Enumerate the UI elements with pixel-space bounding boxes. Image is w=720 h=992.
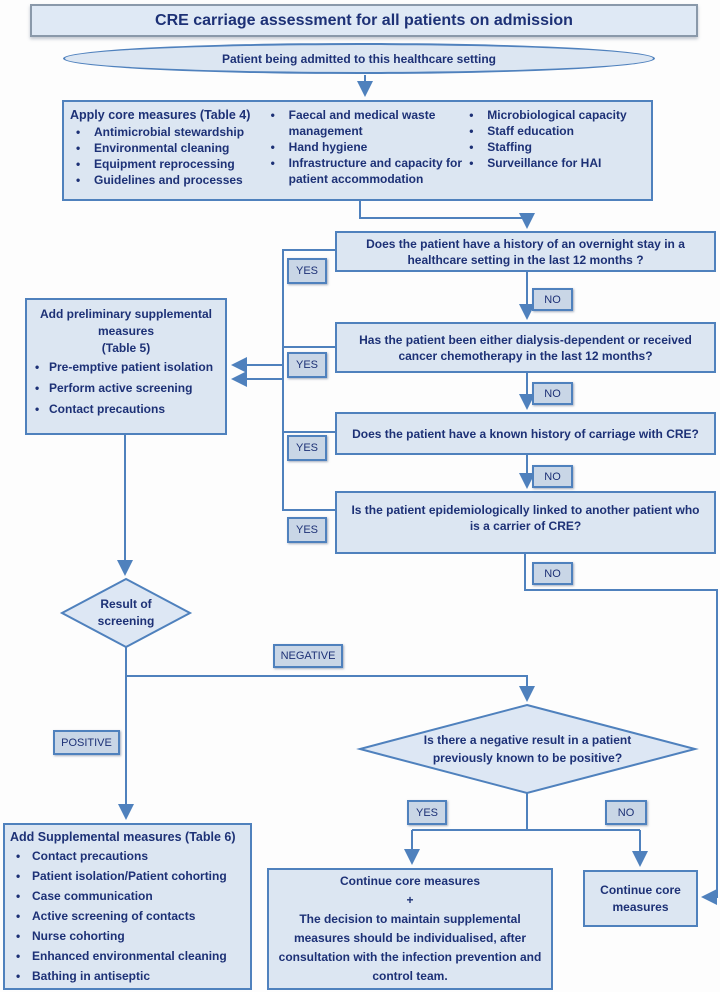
preliminary-measures-list: Pre-emptive patient isolationPerform act… bbox=[29, 357, 223, 420]
arrow-core-to-q1 bbox=[359, 201, 535, 229]
core-measures-list-2: Faecal and medical waste managementHand … bbox=[265, 107, 464, 187]
screening-result-line2: screening bbox=[97, 614, 155, 628]
list-item: Enhanced environmental cleaning bbox=[10, 946, 248, 966]
list-item: Nurse cohorting bbox=[10, 926, 248, 946]
supplemental-measures-box: Add Supplemental measures (Table 6) Cont… bbox=[3, 823, 252, 990]
negative-result-line1: Is there a negative result in a patient bbox=[423, 733, 632, 747]
arrow-negative-to-diamond bbox=[126, 675, 535, 702]
list-item: Surveillance for HAI bbox=[463, 155, 647, 171]
list-item: Case communication bbox=[10, 886, 248, 906]
preliminary-heading-line2: measures bbox=[97, 324, 155, 338]
positive-label: POSITIVE bbox=[53, 730, 120, 755]
list-item: Staff education bbox=[463, 123, 647, 139]
list-item: Active screening of contacts bbox=[10, 906, 248, 926]
preliminary-heading-line3: (Table 5) bbox=[101, 341, 151, 355]
question-text: Is the patient epidemiologically linked … bbox=[351, 503, 700, 533]
preliminary-measures-box: Add preliminary supplemental measures (T… bbox=[25, 298, 227, 435]
yes-label-q1: YES bbox=[287, 258, 327, 284]
no-label-q2: NO bbox=[532, 382, 573, 405]
core-measures-column-3: Microbiological capacityStaff educationS… bbox=[463, 107, 647, 195]
core-measures-column-2: Faecal and medical waste managementHand … bbox=[265, 107, 464, 195]
list-item: Equipment reprocessing bbox=[70, 156, 265, 172]
continue-plus-sign: + bbox=[406, 893, 414, 907]
list-item: Bathing in antiseptic bbox=[10, 966, 248, 986]
page-title: CRE carriage assessment for all patients… bbox=[155, 11, 573, 29]
list-item: Hand hygiene bbox=[265, 139, 464, 155]
yes-bus-line bbox=[282, 249, 335, 511]
core-measures-column-1: Apply core measures (Table 4) Antimicrob… bbox=[70, 107, 265, 195]
yes-label-negative-diamond: YES bbox=[407, 800, 447, 825]
no-label-q1: NO bbox=[532, 288, 573, 311]
question-box-overnight-stay: Does the patient have a history of an ov… bbox=[335, 231, 716, 272]
yes-label-q3: YES bbox=[287, 435, 327, 461]
list-item: Pre-emptive patient isolation bbox=[29, 357, 223, 378]
title-box: CRE carriage assessment for all patients… bbox=[30, 4, 698, 37]
question-box-epi-link: Is the patient epidemiologically linked … bbox=[335, 491, 716, 554]
continue-core-label: Continue core measures bbox=[600, 882, 681, 914]
list-item: Contact precautions bbox=[29, 399, 223, 420]
continue-core-box: Continue core measures bbox=[583, 870, 698, 927]
supplemental-heading: Add Supplemental measures (Table 6) bbox=[10, 830, 236, 844]
preliminary-heading-line1: Add preliminary supplemental bbox=[39, 307, 213, 321]
screening-result-diamond bbox=[59, 577, 193, 649]
no-label-q4: NO bbox=[532, 562, 573, 585]
question-text: Has the patient been either dialysis-dep… bbox=[359, 332, 692, 363]
list-item: Perform active screening bbox=[29, 378, 223, 399]
list-item: Patient isolation/Patient cohorting bbox=[10, 866, 248, 886]
negative-result-diamond-label: Is there a negative result in a patient … bbox=[360, 705, 695, 793]
arrow-q4-no-to-continue bbox=[524, 554, 718, 905]
list-item: Antimicrobial stewardship bbox=[70, 124, 265, 140]
negative-label: NEGATIVE bbox=[273, 644, 343, 668]
list-item: Infrastructure and capacity for patient … bbox=[265, 155, 464, 187]
list-item: Microbiological capacity bbox=[463, 107, 647, 123]
question-text: Does the patient have a known history of… bbox=[352, 426, 699, 441]
start-ellipse-label: Patient being admitted to this healthcar… bbox=[221, 51, 497, 66]
yes-label-q2: YES bbox=[287, 352, 327, 378]
no-label-q3: NO bbox=[532, 465, 573, 488]
question-text: Does the patient have a history of an ov… bbox=[366, 236, 685, 267]
core-measures-box: Apply core measures (Table 4) Antimicrob… bbox=[62, 100, 653, 201]
list-item: Contact precautions bbox=[10, 846, 248, 866]
list-item: Guidelines and processes bbox=[70, 172, 265, 188]
continue-core-plus-box: Continue core measures + The decision to… bbox=[267, 868, 553, 990]
core-measures-list-3: Microbiological capacityStaff educationS… bbox=[463, 107, 647, 171]
list-item: Staffing bbox=[463, 139, 647, 155]
question-box-dialysis-chemo: Has the patient been either dialysis-dep… bbox=[335, 322, 716, 373]
core-measures-list-1: Antimicrobial stewardshipEnvironmental c… bbox=[70, 124, 265, 188]
start-ellipse: Patient being admitted to this healthcar… bbox=[63, 43, 655, 74]
screening-result-diamond-label: Result of screening bbox=[62, 579, 190, 647]
question-box-known-carriage: Does the patient have a known history of… bbox=[335, 412, 716, 455]
continue-plus-body: The decision to maintain supplemental me… bbox=[278, 912, 542, 983]
list-item: Faecal and medical waste management bbox=[265, 107, 464, 139]
core-measures-heading: Apply core measures (Table 4) bbox=[70, 108, 251, 122]
continue-plus-title: Continue core measures bbox=[339, 874, 481, 888]
negative-result-line2: previously known to be positive? bbox=[432, 751, 623, 765]
supplemental-measures-list: Contact precautionsPatient isolation/Pat… bbox=[10, 846, 248, 986]
list-item: Environmental cleaning bbox=[70, 140, 265, 156]
screening-result-line1: Result of bbox=[100, 597, 152, 611]
negative-result-diamond bbox=[356, 703, 699, 795]
yes-label-q4: YES bbox=[287, 517, 327, 543]
no-label-negative-diamond: NO bbox=[605, 800, 647, 825]
